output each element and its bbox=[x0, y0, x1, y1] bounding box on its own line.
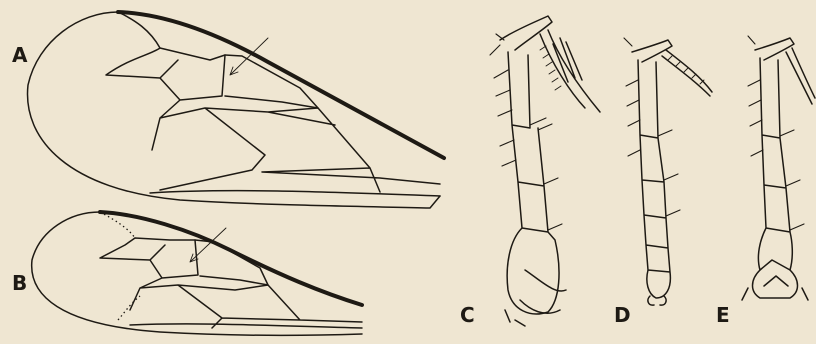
panel-label-c: C bbox=[460, 303, 475, 327]
wing-a-hind-edge bbox=[150, 191, 440, 196]
leg-e bbox=[742, 36, 815, 300]
leg-c-setae bbox=[490, 34, 562, 230]
leg-e-claws bbox=[742, 260, 808, 300]
leg-e-setae bbox=[748, 36, 804, 230]
leg-d-spur bbox=[662, 50, 712, 96]
wing-b bbox=[32, 212, 362, 335]
panel-label-a: A bbox=[12, 43, 28, 67]
leg-e-spur bbox=[786, 48, 815, 104]
leg-c bbox=[490, 16, 600, 326]
leg-d-spur-hatching bbox=[668, 56, 704, 84]
panel-label-d: D bbox=[614, 303, 631, 327]
wing-a-veins bbox=[106, 12, 440, 192]
panel-label-e: E bbox=[716, 303, 730, 327]
leg-d bbox=[624, 38, 712, 305]
panel-label-b: B bbox=[12, 271, 27, 295]
leg-c-claws bbox=[505, 270, 566, 326]
leg-d-setae bbox=[624, 38, 680, 216]
wing-b-outline bbox=[32, 212, 362, 335]
leg-c-segments bbox=[507, 52, 559, 314]
wing-b-dotted-vein-lower bbox=[118, 296, 140, 320]
wing-b-hind-edge bbox=[130, 324, 362, 328]
leg-c-spurs bbox=[540, 30, 600, 112]
wing-a bbox=[28, 12, 444, 208]
